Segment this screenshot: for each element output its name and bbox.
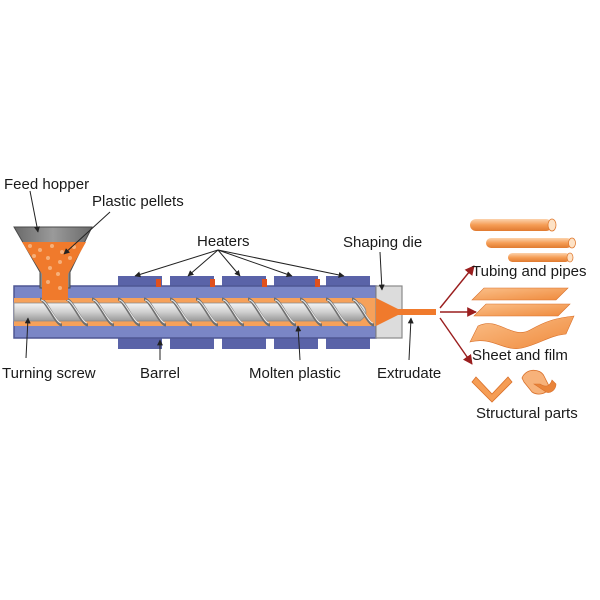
- leader-heaters-2: [187, 249, 219, 277]
- screw-flight-highlight: [92, 299, 114, 324]
- screw-flight-highlight: [118, 299, 140, 324]
- leader-heaters-1: [134, 249, 219, 278]
- leader-heaters-5: [217, 249, 345, 278]
- heater-marker-4: [315, 279, 320, 287]
- heater-bottom-1: [118, 337, 162, 349]
- leader-heaters-3: [217, 249, 241, 277]
- label-barrel: Barrel: [140, 365, 180, 382]
- leader-feed-hopper: [29, 190, 40, 233]
- sheet-1: [471, 287, 569, 301]
- pellet: [46, 256, 50, 260]
- leader-plastic-pellets: [63, 211, 111, 255]
- pellet: [32, 254, 36, 258]
- screw-flights: [39, 297, 375, 327]
- tube-2-end: [568, 237, 576, 249]
- pellet: [38, 248, 42, 252]
- sheet-2: [473, 303, 571, 317]
- label-heaters: Heaters: [197, 233, 250, 250]
- screw-flight-highlight: [66, 299, 88, 324]
- screw-flight-highlight: [170, 299, 192, 324]
- heater-bottom-4: [274, 337, 318, 349]
- tube-3: [508, 253, 570, 262]
- screw-flight-highlight: [248, 299, 270, 324]
- heater-top-5: [326, 276, 370, 288]
- film-wave: [469, 315, 575, 349]
- heater-top-3: [222, 276, 266, 288]
- die-channel: [376, 298, 398, 326]
- leader-heaters-4: [217, 249, 293, 278]
- tube-2: [486, 238, 572, 248]
- tube-1-end: [547, 218, 557, 232]
- screw-flight-highlight: [222, 299, 244, 324]
- arrow-to-structural: [439, 317, 473, 365]
- leader-extrudate: [407, 317, 414, 361]
- heater-marker-1: [156, 279, 161, 287]
- screw-flight-highlight: [274, 299, 296, 324]
- heaters-top: [118, 276, 370, 288]
- screw-flight-highlight: [300, 299, 322, 324]
- heater-top-2: [170, 276, 214, 288]
- heater-bottom-2: [170, 337, 214, 349]
- tube-1: [470, 219, 552, 231]
- heater-marker-2: [210, 279, 215, 287]
- screw-flight-highlight: [144, 299, 166, 324]
- channel-profile-face: [533, 379, 557, 393]
- tubing-product: [470, 218, 576, 263]
- pellet: [58, 260, 62, 264]
- label-feed-hopper: Feed hopper: [4, 176, 89, 193]
- pellet: [48, 266, 52, 270]
- label-turning-screw: Turning screw: [2, 365, 96, 382]
- heater-marker-3: [262, 279, 267, 287]
- pellet: [60, 250, 64, 254]
- label-plastic-pellets: Plastic pellets: [92, 193, 184, 210]
- heater-top-4: [274, 276, 318, 288]
- label-extrudate: Extrudate: [377, 365, 441, 382]
- extrudate: [398, 309, 436, 315]
- angle-profile: [471, 376, 513, 403]
- screw-flight-highlight: [352, 299, 374, 324]
- pellet: [50, 244, 54, 248]
- heater-bottom-3: [222, 337, 266, 349]
- leader-molten-plastic: [295, 325, 302, 361]
- turning-screw-shaft: [13, 302, 367, 322]
- pellet: [58, 286, 62, 290]
- heaters-bottom: [118, 337, 370, 349]
- pellet: [56, 272, 60, 276]
- leader-turning-screw: [24, 317, 31, 359]
- pellet: [46, 280, 50, 284]
- screw-flight-highlight: [196, 299, 218, 324]
- heater-bottom-5: [326, 337, 370, 349]
- structural-product: [471, 369, 557, 403]
- product-arrows: [439, 265, 477, 365]
- leader-lines: [24, 190, 414, 361]
- pellet-dots: [28, 244, 76, 290]
- label-shaping-die: Shaping die: [343, 234, 422, 251]
- label-molten-plastic: Molten plastic: [249, 365, 341, 382]
- sheet-product: [469, 287, 575, 349]
- screw-flight-highlight: [326, 299, 348, 324]
- tube-3-end: [566, 252, 574, 263]
- pellet: [68, 256, 72, 260]
- label-tubing-and-pipes: Tubing and pipes: [472, 263, 587, 280]
- label-sheet-and-film: Sheet and film: [472, 347, 568, 364]
- arrow-to-tubing: [439, 265, 475, 309]
- heater-top-1: [118, 276, 162, 288]
- leader-shaping-die: [378, 251, 385, 291]
- pellet: [28, 244, 32, 248]
- label-structural-parts: Structural parts: [476, 405, 578, 422]
- screw-flight-highlight: [40, 299, 62, 324]
